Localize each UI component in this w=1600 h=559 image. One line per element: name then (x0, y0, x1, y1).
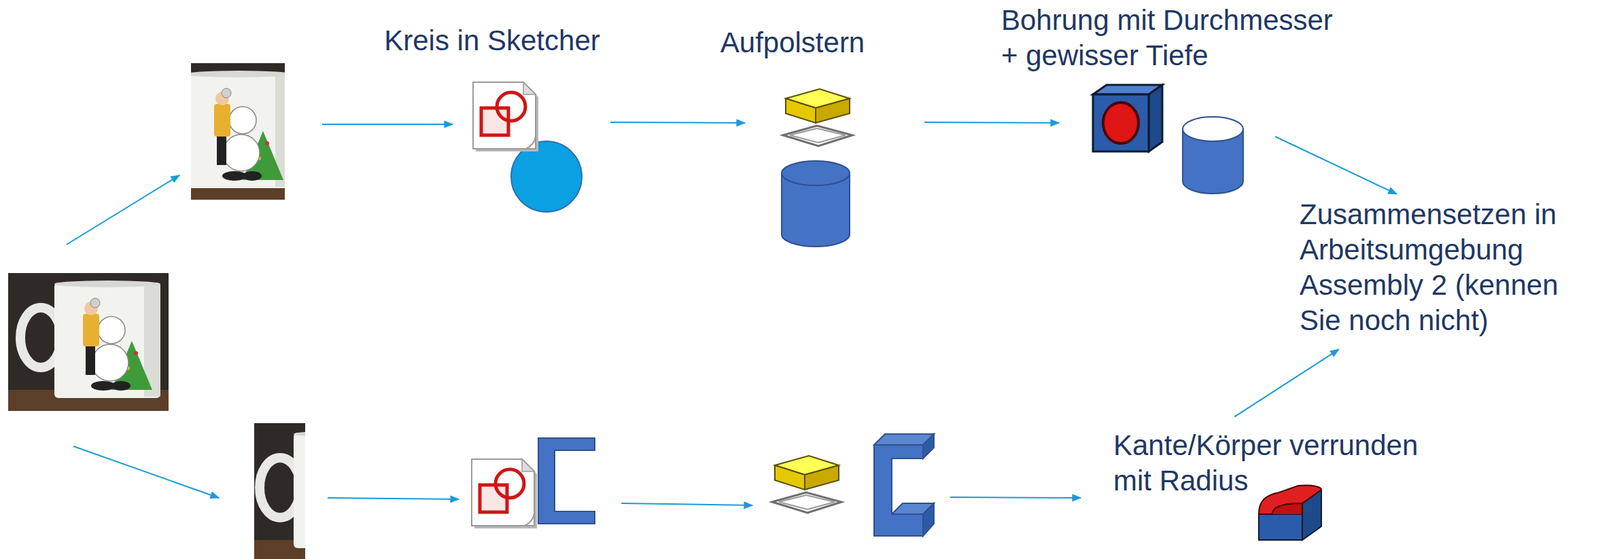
mug-handle-photo (254, 423, 306, 559)
step-text-box: Zusammensetzen in Arbeitsumgebung Assemb… (1299, 197, 1579, 339)
flow-arrow (621, 503, 753, 506)
mug-handle-photo (254, 423, 306, 559)
fillet-icon (1258, 485, 1322, 541)
step-heading: Aufpolstern (720, 25, 865, 61)
pad-icon (772, 456, 842, 514)
flow-arrow (610, 122, 745, 124)
flow-arrow (66, 175, 180, 245)
mug-body-photo (190, 63, 285, 200)
mug-body-photo (190, 63, 285, 200)
step-heading: Bohrung mit Durchmesser + gewisser Tiefe (1001, 2, 1345, 74)
sketcher-icon (471, 459, 537, 529)
flow-arrow (327, 498, 459, 500)
flow-arrows (66, 124, 1081, 506)
sketcher-icon (473, 82, 539, 152)
step-text: Kante/Körper verrunden mit Radius (1113, 428, 1433, 499)
flow-arrow (73, 446, 219, 499)
step-heading: Kreis in Sketcher (384, 23, 600, 59)
flow-arrow (950, 497, 1081, 499)
step-group: Bohrung mit Durchmesser + gewisser Tiefe (1058, 78, 1276, 201)
circle-shape (511, 141, 582, 213)
step-group: Aufpolstern (744, 81, 925, 252)
mug-photo (8, 273, 169, 412)
cylinder-shape (781, 161, 850, 247)
step-text-box: Kante/Körper verrunden mit Radius (1113, 428, 1433, 499)
mug-photo (8, 273, 169, 412)
flow-arrow (1275, 136, 1397, 195)
step-group: Kreis in Sketcher (468, 78, 611, 215)
flow-arrow (322, 123, 453, 126)
pocket-hole-icon (1092, 84, 1163, 152)
pad-icon (783, 89, 853, 147)
c-body-shape (874, 434, 934, 537)
step-text: Zusammensetzen in Arbeitsumgebung Assemb… (1299, 197, 1579, 339)
flow-arrow (1234, 349, 1339, 417)
c-profile-shape (538, 438, 595, 525)
flow-arrow (924, 122, 1059, 124)
drilled-cylinder-shape (1182, 116, 1244, 194)
